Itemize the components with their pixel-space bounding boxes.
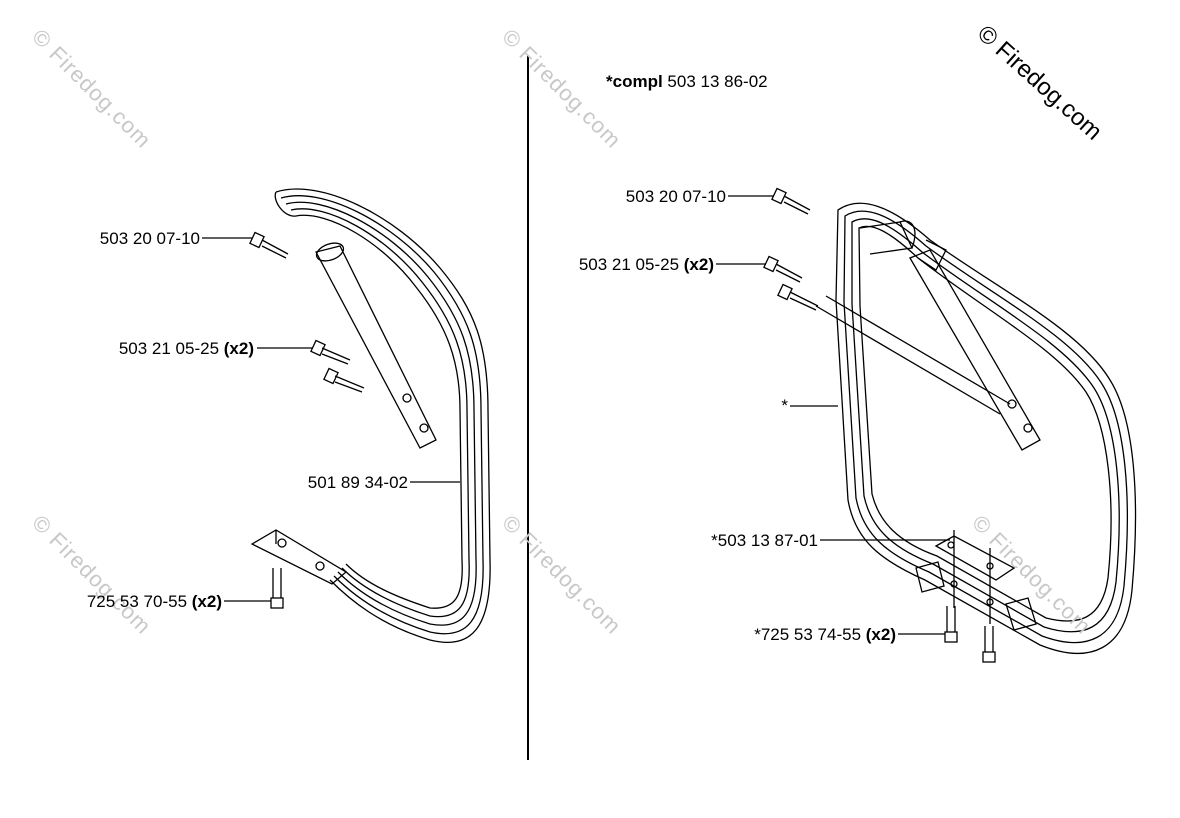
label-right-bolt-pair: 503 21 05-25 (x2)	[578, 255, 714, 274]
front-handle-left	[249, 188, 491, 644]
bolt-left-mid-2	[323, 367, 365, 393]
bolt-left-mid-1	[310, 339, 351, 365]
leader-lines-right	[716, 195, 950, 635]
label-compl: *compl 503 13 86-02	[606, 72, 768, 91]
leader-lines-left	[202, 237, 460, 602]
label-right-plate: *503 13 87-01	[711, 531, 818, 550]
bolt-right-bottom-1	[944, 606, 958, 643]
label-right-bolt-bottom: *725 53 74-55 (x2)	[754, 625, 896, 644]
bolt-right-mid-2	[777, 283, 819, 311]
full-wrap-frame-right	[763, 187, 1137, 663]
label-left-bolt-pair: 503 21 05-25 (x2)	[118, 339, 254, 358]
bolt-left-top	[249, 231, 289, 259]
label-left-bolt-bottom: 725 53 70-55 (x2)	[86, 592, 222, 611]
label-right-bolt-top: 503 20 07-10	[625, 187, 726, 206]
label-left-bolt-top: 503 20 07-10	[99, 229, 200, 248]
bolt-right-bottom-2	[982, 626, 996, 663]
label-left-handle: 501 89 34-02	[307, 473, 408, 492]
label-right-frame: *	[781, 396, 788, 415]
bolt-right-mid-1	[763, 255, 803, 283]
bolt-right-top	[771, 187, 811, 215]
bolt-left-bottom	[270, 568, 284, 609]
